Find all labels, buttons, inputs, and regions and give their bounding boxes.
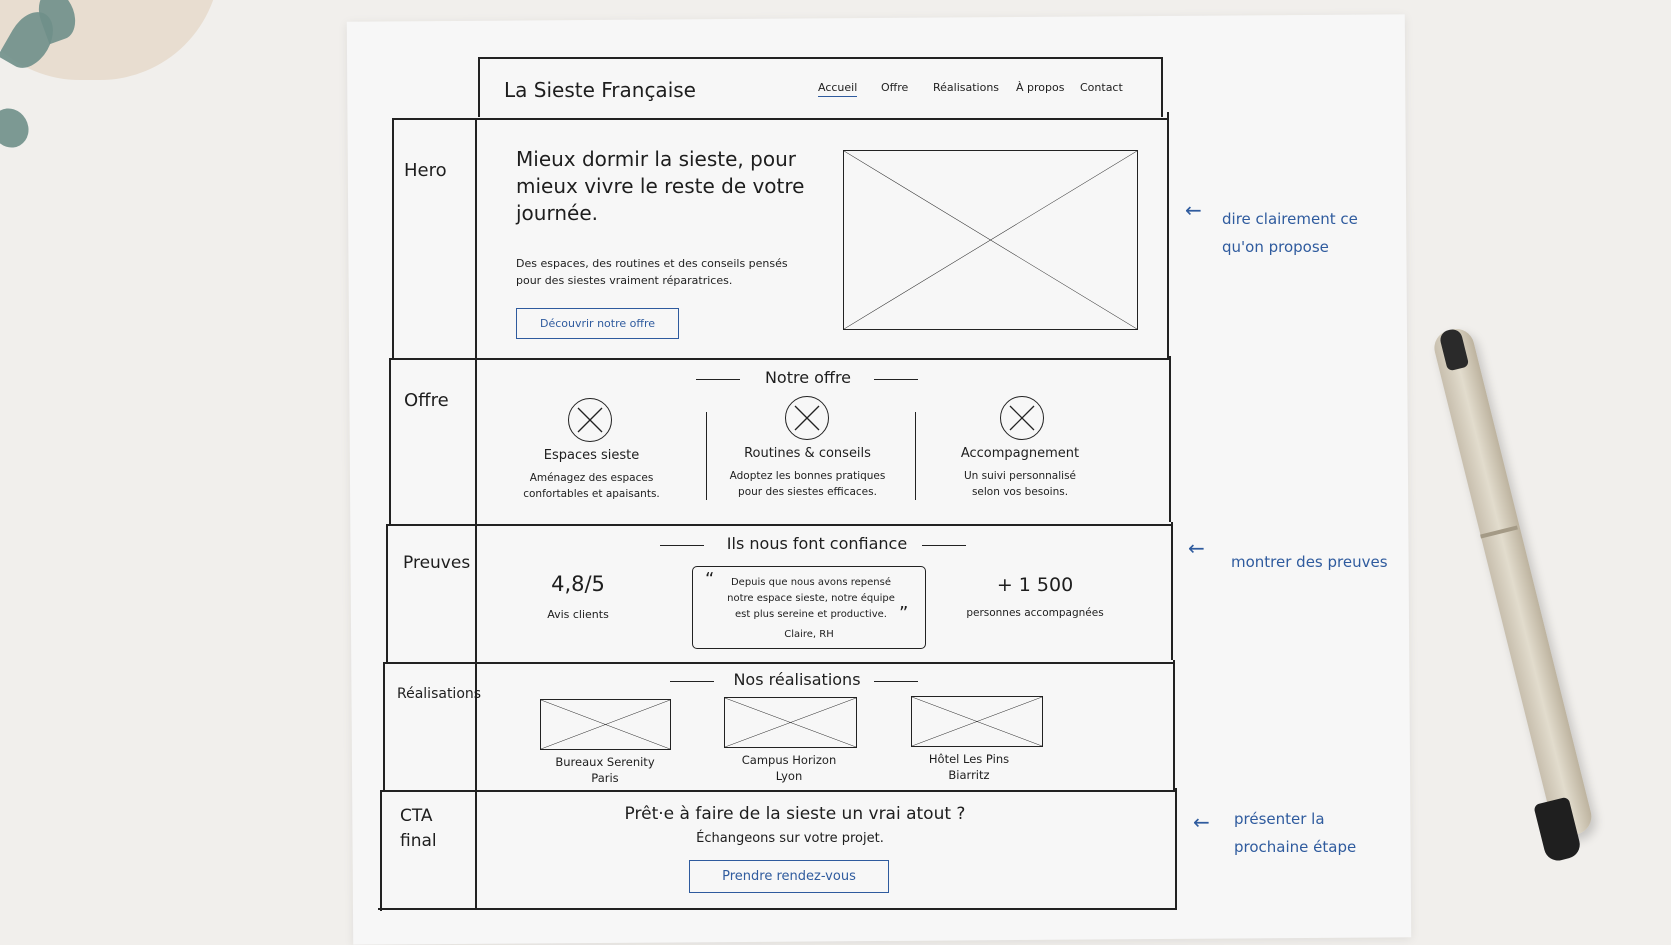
hero-subtitle: Des espaces, des routines et des conseil… bbox=[516, 257, 788, 287]
arrow-left-icon: ← bbox=[1185, 198, 1202, 222]
project-card[interactable]: Hôtel Les Pins Biarritz bbox=[894, 751, 1044, 783]
accompagnement-icon bbox=[1000, 396, 1044, 440]
espaces-icon bbox=[568, 398, 612, 442]
note-hero: dire clairement ce qu'on propose bbox=[1222, 210, 1358, 256]
people-count-label: personnes accompagnées bbox=[966, 607, 1104, 619]
project-city: Lyon bbox=[775, 769, 803, 783]
project-card[interactable]: Bureaux Serenity Paris bbox=[530, 754, 680, 786]
quote-open-icon: “ bbox=[705, 569, 715, 590]
offre-heading: Notre offre bbox=[764, 368, 852, 387]
section-label-cta: CTA final bbox=[400, 806, 437, 851]
project-image-placeholder bbox=[911, 696, 1043, 747]
project-name: Campus Horizon bbox=[741, 753, 837, 767]
leaf-icon bbox=[0, 101, 36, 155]
preuves-heading: Ils nous font confiance bbox=[726, 534, 908, 553]
note-preuves: montrer des preuves bbox=[1231, 553, 1388, 571]
project-image-placeholder bbox=[540, 699, 671, 750]
discover-offer-button[interactable]: Découvrir notre offre bbox=[516, 308, 679, 339]
nav-item-accueil[interactable]: Accueil bbox=[818, 81, 858, 97]
cta-subtitle: Échangeons sur votre projet. bbox=[696, 831, 884, 846]
section-label-preuves: Preuves bbox=[403, 553, 471, 573]
hero-title: Mieux dormir la sieste, pour mieux vivre… bbox=[516, 147, 805, 225]
testimonial-card: “ Depuis que nous avons repensé notre es… bbox=[692, 566, 926, 649]
arrow-left-icon: ← bbox=[1188, 536, 1205, 560]
project-city: Paris bbox=[591, 771, 619, 785]
offer-item-title: Espaces sieste bbox=[543, 448, 640, 463]
project-city: Biarritz bbox=[948, 768, 990, 782]
routines-icon bbox=[785, 396, 829, 440]
section-label-realisations: Réalisations bbox=[397, 686, 482, 702]
testimonial-text: Depuis que nous avons repensé notre espa… bbox=[727, 577, 895, 620]
project-name: Bureaux Serenity bbox=[555, 755, 655, 769]
quote-close-icon: ” bbox=[899, 603, 909, 624]
pen bbox=[1430, 325, 1596, 840]
rating-value: 4,8/5 bbox=[551, 572, 605, 596]
note-cta: présenter la prochaine étape bbox=[1234, 810, 1357, 856]
people-count-value: + 1 500 bbox=[996, 574, 1074, 596]
section-label-offre: Offre bbox=[404, 390, 449, 411]
offer-item-title: Routines & conseils bbox=[744, 446, 871, 461]
book-appointment-button[interactable]: Prendre rendez-vous bbox=[689, 860, 889, 893]
realisations-heading: Nos réalisations bbox=[733, 670, 861, 689]
offer-item-desc: Aménagez des espaces confortables et apa… bbox=[523, 472, 660, 500]
cta-title: Prêt·e à faire de la sieste un vrai atou… bbox=[624, 804, 966, 824]
arrow-left-icon: ← bbox=[1193, 810, 1210, 834]
nav-item-contact[interactable]: Contact bbox=[1080, 81, 1123, 94]
nav-item-a-propos[interactable]: À propos bbox=[1016, 81, 1065, 94]
hero-image-placeholder bbox=[843, 150, 1138, 330]
rating-label: Avis clients bbox=[547, 608, 609, 621]
project-image-placeholder bbox=[724, 697, 857, 748]
project-name: Hôtel Les Pins bbox=[928, 752, 1010, 766]
testimonial-author: Claire, RH bbox=[784, 629, 834, 640]
brand-logo[interactable]: La Sieste Française bbox=[504, 78, 696, 102]
offer-item-desc: Un suivi personnalisé selon vos besoins. bbox=[963, 470, 1077, 498]
nav-item-offre[interactable]: Offre bbox=[881, 81, 909, 94]
offer-item-desc: Adoptez les bonnes pratiques pour des si… bbox=[729, 470, 886, 498]
section-label-hero: Hero bbox=[404, 160, 447, 181]
offer-item-title: Accompagnement bbox=[960, 446, 1080, 461]
project-card[interactable]: Campus Horizon Lyon bbox=[714, 752, 864, 784]
nav-item-realisations[interactable]: Réalisations bbox=[933, 81, 1000, 94]
